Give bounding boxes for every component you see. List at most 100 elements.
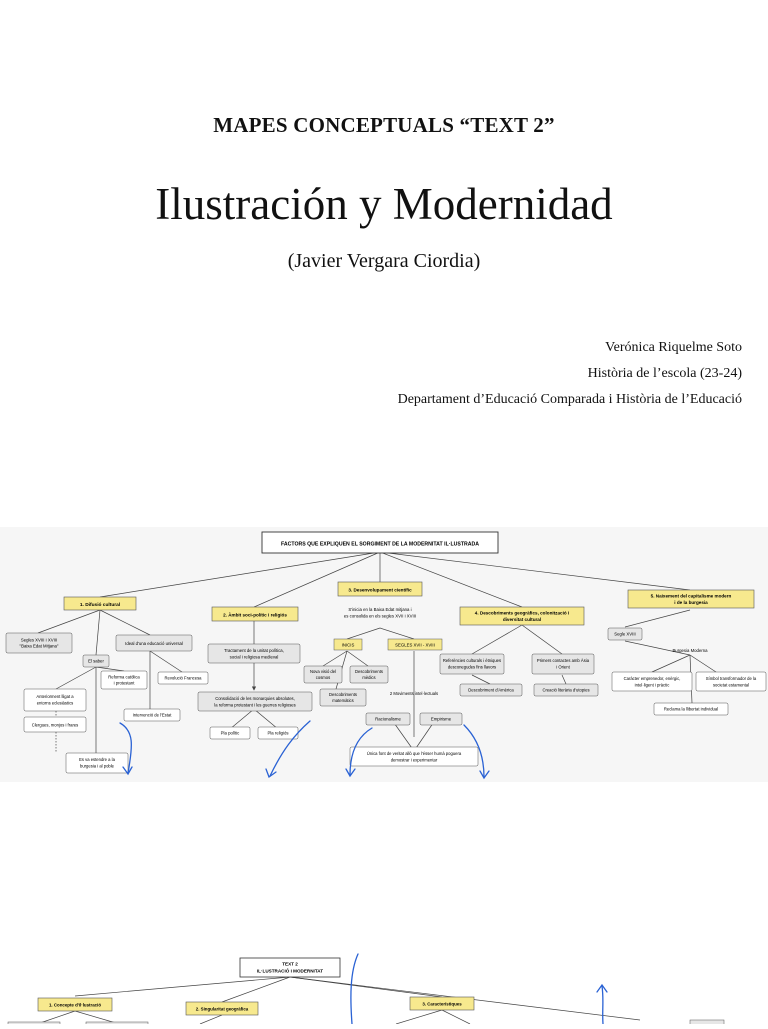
- map1-node-1e-label: Revolució Francesa: [164, 676, 202, 681]
- map1-node-1e: [157, 671, 209, 685]
- map1-node-1i: [65, 752, 129, 774]
- map1-node-1i-label2: burgesia i al poble: [80, 764, 115, 769]
- map2-root-node: [239, 957, 341, 978]
- map1-node-4a-label2: desconegudes fins llavors: [448, 665, 496, 670]
- map1-root-label: FACTORS QUE EXPLIQUEN EL SORGIMENT DE LA…: [281, 542, 479, 548]
- map1-node-4-label2: diversitat cultural: [503, 617, 541, 622]
- map1-node-1d-label: Reforma catòlica: [108, 675, 140, 680]
- map1-node-3d-label2: cosmos: [316, 675, 330, 680]
- map1-node-1d-label2: i protestant: [114, 681, 136, 686]
- map1-node-3c: [387, 638, 443, 651]
- map1-node-2b-label: Consolidació de les monarquies absolutes…: [215, 696, 295, 701]
- map1-node-5a: [607, 627, 643, 641]
- map1-root-node: [261, 531, 499, 554]
- pen-arrow-5: [350, 953, 359, 1025]
- author-meta: Verónica Riquelme Soto Història de l’esc…: [398, 335, 742, 413]
- map1-node-2-label: 2. Àmbit soci-polític i religiós: [223, 612, 287, 618]
- map1-node-3f-label: Descobriments: [329, 692, 357, 697]
- map1-node-1a: [5, 632, 73, 654]
- map2-node-2-label: 2. Singularitat geogràfica: [196, 1007, 249, 1012]
- page-title: Ilustración y Modernidad: [155, 179, 613, 229]
- map1-node-4d-label: Creació literària d'utopies: [542, 688, 589, 693]
- map1-node-3g-label: 2 Moviments intel·lectuals: [390, 691, 438, 696]
- map1-node-3e-label2: mèdics: [362, 675, 375, 680]
- pen-arrow-4: [463, 724, 485, 778]
- concept-map-text2-svg: TEXT 2 IL·LUSTRACIÓ I MODERNITAT 1. Conc…: [7, 953, 725, 1027]
- map1-node-3j-label2: demostrar i experimentar: [391, 758, 438, 763]
- course-name: Història de l’escola (23-24): [587, 366, 742, 381]
- map1-node-2b: [197, 691, 313, 712]
- pen-arrow-1-head: [122, 766, 133, 776]
- pen-arrow-2: [269, 720, 311, 777]
- map1-node-3a-label2: es consolida en els segles XVII i XVIII: [344, 614, 416, 619]
- map1-node-3d-label: Nova visió del: [310, 669, 336, 674]
- map1-node-3b-label: INICIS: [342, 643, 355, 648]
- map1-node-1i-label: Es va estendre a la: [79, 757, 116, 762]
- map1-node-3-label: 3. Desenvolupament científic: [348, 588, 412, 593]
- map1-node-5: [627, 589, 755, 609]
- map1-node-3j-label: Única font de veritat allò que l'ésser h…: [367, 751, 462, 756]
- map1-node-2b-label2: la reforma protestant i les guerres reli…: [214, 703, 295, 708]
- map2-connectors: [39, 976, 641, 1025]
- map1-node-1c: [82, 654, 110, 668]
- map1-node-2a: [207, 643, 301, 664]
- map1-node-5d-label: Símbol transformador de la: [706, 676, 757, 681]
- concept-map-text2: TEXT 2 IL·LUSTRACIÓ I MODERNITAT 1. Conc…: [0, 952, 768, 1027]
- map1-node-5b-label: Burgesia Moderna: [672, 648, 708, 653]
- map2-node-1-label: 1. Concepte d'il·lustració: [49, 1003, 101, 1008]
- map1-node-1c-label: El saber: [88, 659, 104, 664]
- map1-node-3i-label: Empirisme: [431, 717, 452, 722]
- pen-arrow-6-head: [596, 983, 608, 993]
- map1-node-3f: [319, 688, 367, 707]
- map1-node-1b-label: Ideal d'una educació universal: [125, 641, 183, 646]
- pen-arrow-6: [601, 985, 604, 1025]
- map1-node-4-label: 4. Descobriments geogràfics, colonitzaci…: [475, 611, 569, 616]
- map1-node-5d: [695, 671, 767, 692]
- map2-node-3-label: 3. Característiques: [422, 1002, 462, 1007]
- map1-node-2c: [209, 726, 251, 740]
- map1-node-4a: [439, 653, 505, 675]
- student-name: Verónica Riquelme Soto: [605, 340, 742, 355]
- map1-node-5d-label2: societat estamental: [713, 683, 749, 688]
- map1-node-3a-label: S'inicia en la Baixa Edat mitjana i: [348, 607, 411, 612]
- map1-node-1d: [100, 670, 148, 690]
- map1-node-4b-label2: i Orient: [556, 665, 570, 670]
- map1-node-1g-label: Anteriorment lligat a: [36, 694, 74, 699]
- concept-map-factors-svg: FACTORS QUE EXPLIQUEN EL SORGIMENT DE LA…: [5, 531, 767, 780]
- map1-node-1g: [23, 688, 87, 712]
- blue-pen-arrows: [119, 720, 490, 780]
- map1-node-2a-label: Tractament de la unitat política,: [224, 648, 284, 653]
- map1-node-1h-label: Clergues, monjos i frares: [32, 723, 79, 728]
- map1-node-3b: [333, 638, 363, 651]
- map1-node-4: [459, 606, 585, 626]
- map1-node-5c-label2: intel·ligent i pràctic: [635, 683, 670, 688]
- map1-node-1b: [115, 634, 193, 652]
- map1-node-1g-label2: entorns eclesiàstics: [37, 701, 74, 706]
- map1-node-2a-label2: social i religiosa medieval: [230, 655, 279, 660]
- map1-node-1f: [123, 708, 181, 722]
- concept-map-factors: FACTORS QUE EXPLIQUEN EL SORGIMENT DE LA…: [0, 527, 768, 782]
- map1-node-3e-label: Descobriments: [355, 669, 383, 674]
- map2-root-label2: IL·LUSTRACIÓ I MODERNITAT: [257, 967, 323, 974]
- map1-node-3d: [303, 665, 343, 684]
- map2-node-2: [185, 1001, 259, 1016]
- map1-node-1-label: 1. Difusió cultural: [80, 602, 120, 608]
- map1-node-5c-label: Caràcter emprenedor, enèrgic,: [624, 676, 681, 681]
- map1-node-3h-label: Racionalisme: [375, 717, 401, 722]
- map2-node-3: [409, 996, 475, 1011]
- pen-arrow-4-head: [479, 770, 490, 780]
- map1-node-5e: [653, 702, 729, 716]
- map1-node-5-label2: i de la burgesia: [674, 600, 708, 605]
- map1-node-1f-label: Intervenció de l'Estat: [133, 713, 173, 718]
- map1-node-5c: [611, 671, 693, 692]
- map2-node-4-partial: [689, 1019, 725, 1027]
- map1-node-3c-label: SEGLES XVII - XVIII: [395, 643, 435, 648]
- map1-node-5-label: 5. Naixement del capitalisme modern: [651, 594, 732, 599]
- map1-node-3j: [349, 746, 479, 767]
- blue-pen-arrows-2: [350, 953, 608, 1025]
- map1-node-3h: [365, 712, 411, 726]
- map1-node-5a-label: Segle XVIII: [614, 632, 636, 637]
- map1-node-1a-label2: "Baixa Edat Mitjana": [20, 644, 59, 649]
- pen-arrow-1: [119, 722, 133, 774]
- map1-node-4a-label: Referències culturals i ètniques: [443, 658, 501, 663]
